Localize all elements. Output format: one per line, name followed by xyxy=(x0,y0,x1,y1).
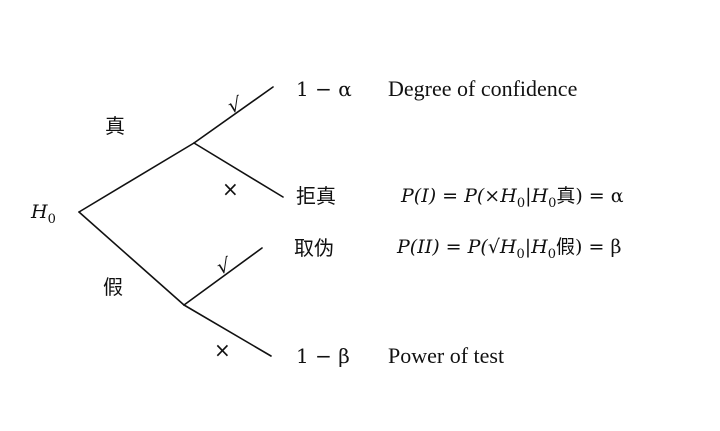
branch-true-accept xyxy=(193,86,274,144)
type-one-error-formula: P(I) = P(×H0|H0真) = α xyxy=(401,187,624,210)
confidence-description: Degree of confidence xyxy=(388,76,578,101)
branch-label-true: 真 xyxy=(105,114,125,138)
type-two-sub2: 0 xyxy=(547,246,557,262)
type-two-mid: |H xyxy=(524,236,548,258)
type-one-suffix: 真) = α xyxy=(556,185,624,207)
type-one-sub1: 0 xyxy=(516,195,526,211)
accept-false-label: 取伪 xyxy=(294,236,334,260)
root-symbol: H xyxy=(31,201,48,223)
power-expression: 1 − β xyxy=(296,344,350,368)
power-description: Power of test xyxy=(388,343,505,368)
reject-true-label: 拒真 xyxy=(296,184,336,208)
type-one-mid: |H xyxy=(525,185,549,207)
type-two-prefix: P(II) = P(√H xyxy=(397,236,517,258)
type-one-prefix: P(I) = P(×H xyxy=(401,185,517,207)
type-one-sub2: 0 xyxy=(548,195,557,211)
branch-label-false: 假 xyxy=(103,275,123,299)
root-subscript: 0 xyxy=(47,211,56,227)
branch-false-reject xyxy=(183,304,272,357)
branch-true-reject xyxy=(193,142,284,198)
confidence-expression: 1 − α xyxy=(296,77,352,101)
branch-root-to-true xyxy=(78,142,195,213)
cross-mark-top: × xyxy=(222,177,239,201)
root-hypothesis-label: H0 xyxy=(31,203,56,226)
branch-false-accept xyxy=(183,247,263,306)
cross-mark-bottom: × xyxy=(214,338,231,362)
type-two-suffix: 假) = β xyxy=(556,236,622,258)
type-two-error-formula: P(II) = P(√H0|H0假) = β xyxy=(397,238,621,261)
type-two-sub1: 0 xyxy=(516,246,525,262)
branch-root-to-false xyxy=(78,211,185,306)
